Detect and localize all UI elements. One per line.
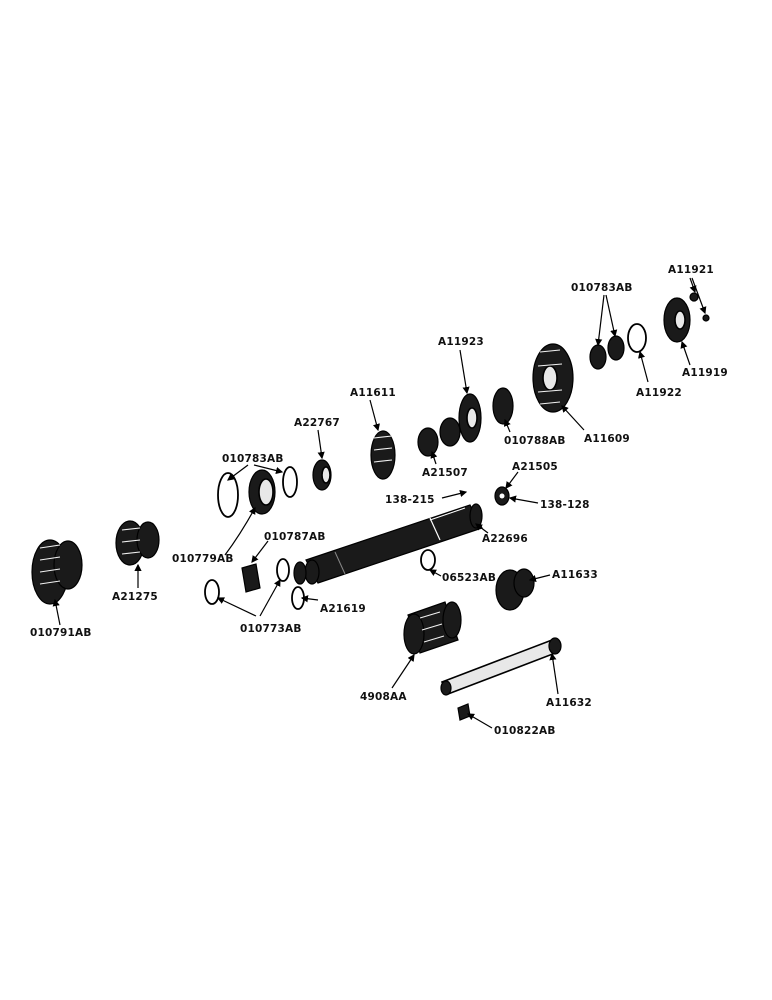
snap-rings-010783AB-left <box>217 466 298 518</box>
bearing-010779AB <box>248 469 276 515</box>
key-010822AB <box>457 703 471 721</box>
part-labels: 010791AB A21275 010783AB 010779AB 010787… <box>30 264 728 737</box>
label-A11921: A11921 <box>668 264 714 276</box>
gear-A11923 <box>458 393 482 443</box>
label-010783AB-left: 010783AB <box>222 453 284 465</box>
label-4908AA: 4908AA <box>360 691 407 703</box>
cluster-gear-4908AA <box>403 601 462 655</box>
label-138-215: 138-215 <box>385 494 435 506</box>
label-010822AB: 010822AB <box>494 725 556 737</box>
leader-lines <box>52 277 707 729</box>
fasteners-A11921 <box>689 292 710 322</box>
label-A21507: A21507 <box>422 467 468 479</box>
label-A21275: A21275 <box>112 591 158 603</box>
label-A22767: A22767 <box>294 417 340 429</box>
washer-A21619 <box>293 561 307 585</box>
gear-A11609 <box>532 343 574 413</box>
label-138-128: 138-128 <box>540 499 590 511</box>
cluster-gear-010791AB <box>31 539 83 605</box>
label-010773AB: 010773AB <box>240 623 302 635</box>
bearing-A11919 <box>663 297 691 343</box>
label-A21619: A21619 <box>320 603 366 615</box>
collar-A22767 <box>312 459 332 491</box>
gear-010788AB <box>492 387 514 425</box>
gear-A21275 <box>115 520 160 566</box>
ring-A11922 <box>627 323 647 353</box>
label-A11611: A11611 <box>350 387 396 399</box>
label-A22696: A22696 <box>482 533 528 545</box>
snap-ring-06523AB <box>420 549 436 571</box>
main-shaft <box>304 503 483 585</box>
label-010787AB: 010787AB <box>264 531 326 543</box>
label-A11919: A11919 <box>682 367 728 379</box>
countershaft-A11632 <box>440 637 562 696</box>
label-010791AB: 010791AB <box>30 627 92 639</box>
label-A11609: A11609 <box>584 433 630 445</box>
label-010788AB: 010788AB <box>504 435 566 447</box>
label-A11633: A11633 <box>552 569 598 581</box>
label-A11923: A11923 <box>438 336 484 348</box>
label-010779AB: 010779AB <box>172 553 234 565</box>
label-A11632: A11632 <box>546 697 592 709</box>
gear-A11611 <box>370 430 396 480</box>
nut-010787AB <box>241 563 261 593</box>
label-010783AB-right: 010783AB <box>571 282 633 294</box>
bushing-A21507 <box>417 417 461 457</box>
gear-A11633 <box>495 568 535 611</box>
label-A21505: A21505 <box>512 461 558 473</box>
bearings-010783AB-right <box>589 335 625 370</box>
label-06523AB: 06523AB <box>442 572 496 584</box>
label-A11922: A11922 <box>636 387 682 399</box>
washer-A21505 <box>494 486 510 506</box>
